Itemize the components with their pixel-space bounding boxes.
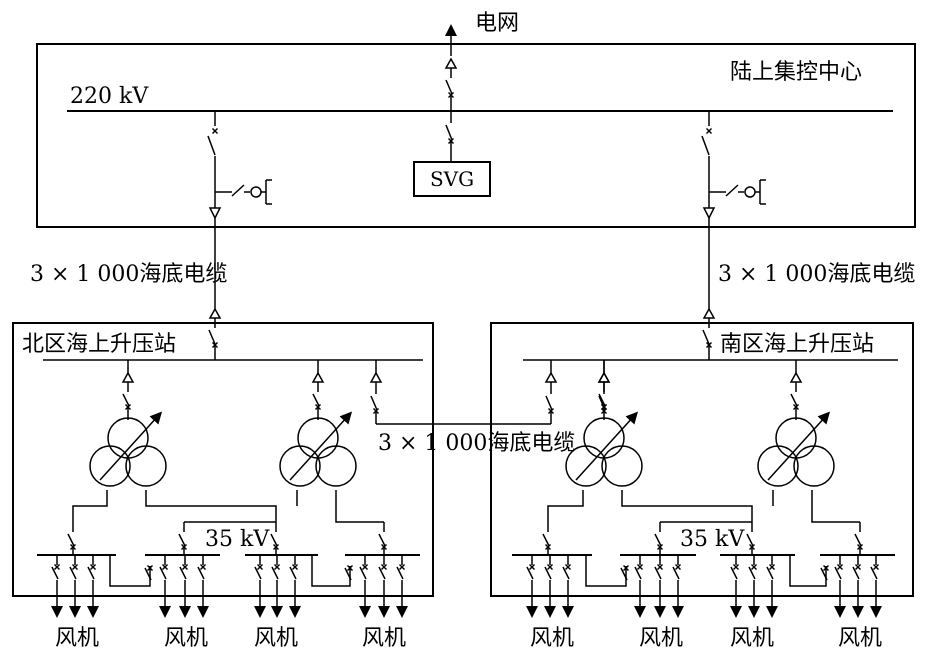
svg-label: SVG <box>430 167 474 191</box>
inter-station-cable <box>369 360 558 425</box>
cable-label-right: 3 × 1 000海底电缆 <box>718 262 915 287</box>
north-station-label: 北区海上升压站 <box>22 332 176 357</box>
tap-changer-arrow <box>767 411 831 481</box>
bus-35kv-label-north: 35 kV <box>205 527 270 552</box>
bus-220kv-label: 220 kV <box>70 84 149 109</box>
wind-turbine-label: 风机 <box>639 626 683 651</box>
lv-switch <box>542 518 550 555</box>
onshore-center-label: 陆上集控中心 <box>730 60 862 85</box>
south-station-box <box>490 322 914 597</box>
wind-turbine-label: 风机 <box>362 626 406 651</box>
wind-turbine-label: 风机 <box>164 626 208 651</box>
transformer-winding <box>793 445 835 487</box>
tap-changer-arrow <box>289 411 353 481</box>
transformer-bay <box>757 360 835 487</box>
lv-switch <box>654 522 662 555</box>
transformer-winding <box>89 445 131 487</box>
svg-feeder <box>413 111 491 197</box>
lv-connection <box>145 490 277 522</box>
transformer-winding <box>775 417 817 459</box>
tap-changer-arrow <box>99 411 163 481</box>
lv-connection <box>547 490 584 518</box>
north-station-box <box>12 322 434 597</box>
lv-connection <box>621 490 753 522</box>
bus-35kv-section <box>720 554 795 618</box>
bus-tie <box>585 555 628 587</box>
lv-switch <box>178 522 186 555</box>
bus-35kv-section <box>512 554 592 618</box>
bus-35kv-section <box>37 554 116 618</box>
lv-switch <box>67 518 75 555</box>
lv-switch <box>378 522 386 555</box>
wind-turbine-label: 风机 <box>55 626 99 651</box>
bus-tie <box>789 555 828 587</box>
bus-tie <box>109 555 152 587</box>
transformer-bay <box>89 360 167 487</box>
breaker-marks <box>54 92 879 571</box>
bus-35kv-section <box>820 554 895 618</box>
bus-35kv-section <box>345 554 420 618</box>
grid-feeder <box>444 23 458 111</box>
bus-tie <box>311 555 352 587</box>
wind-turbine-label: 风机 <box>530 626 574 651</box>
bus-35kv-section <box>245 554 318 618</box>
lv-connection <box>335 490 384 523</box>
transformer-winding <box>297 417 339 459</box>
lv-connection <box>72 490 108 518</box>
transformer-bay <box>565 360 643 487</box>
cable-label-middle: 3 × 1 000海底电缆 <box>378 431 575 456</box>
bus-35kv-section <box>145 554 220 618</box>
tap-changer-arrow <box>575 411 639 481</box>
bus-35kv-section <box>620 554 696 618</box>
wind-turbine-label: 风机 <box>730 626 774 651</box>
transformer-winding <box>565 445 607 487</box>
lv-switch <box>270 522 278 555</box>
transformer-winding <box>279 445 321 487</box>
wind-turbine-label: 风机 <box>838 626 882 651</box>
bus-35kv-label-south: 35 kV <box>680 527 745 552</box>
transformer-winding <box>583 417 625 459</box>
wind-turbine-label: 风机 <box>254 626 298 651</box>
transformer-winding <box>315 445 357 487</box>
transformer-winding <box>125 445 167 487</box>
transformer-bay <box>279 360 357 487</box>
grid-label: 电网 <box>475 11 519 36</box>
lv-switch <box>746 522 754 555</box>
south-station-label: 南区海上升压站 <box>720 332 874 357</box>
onshore-center-box <box>36 43 916 228</box>
svg-box <box>413 161 491 197</box>
transformer-winding <box>601 445 643 487</box>
feeder-220kv-right <box>701 111 766 360</box>
transformer-winding <box>107 417 149 459</box>
cable-label-left: 3 × 1 000海底电缆 <box>30 262 227 287</box>
lv-switch <box>854 522 862 555</box>
lv-connection <box>811 490 860 523</box>
transformer-winding <box>757 445 799 487</box>
